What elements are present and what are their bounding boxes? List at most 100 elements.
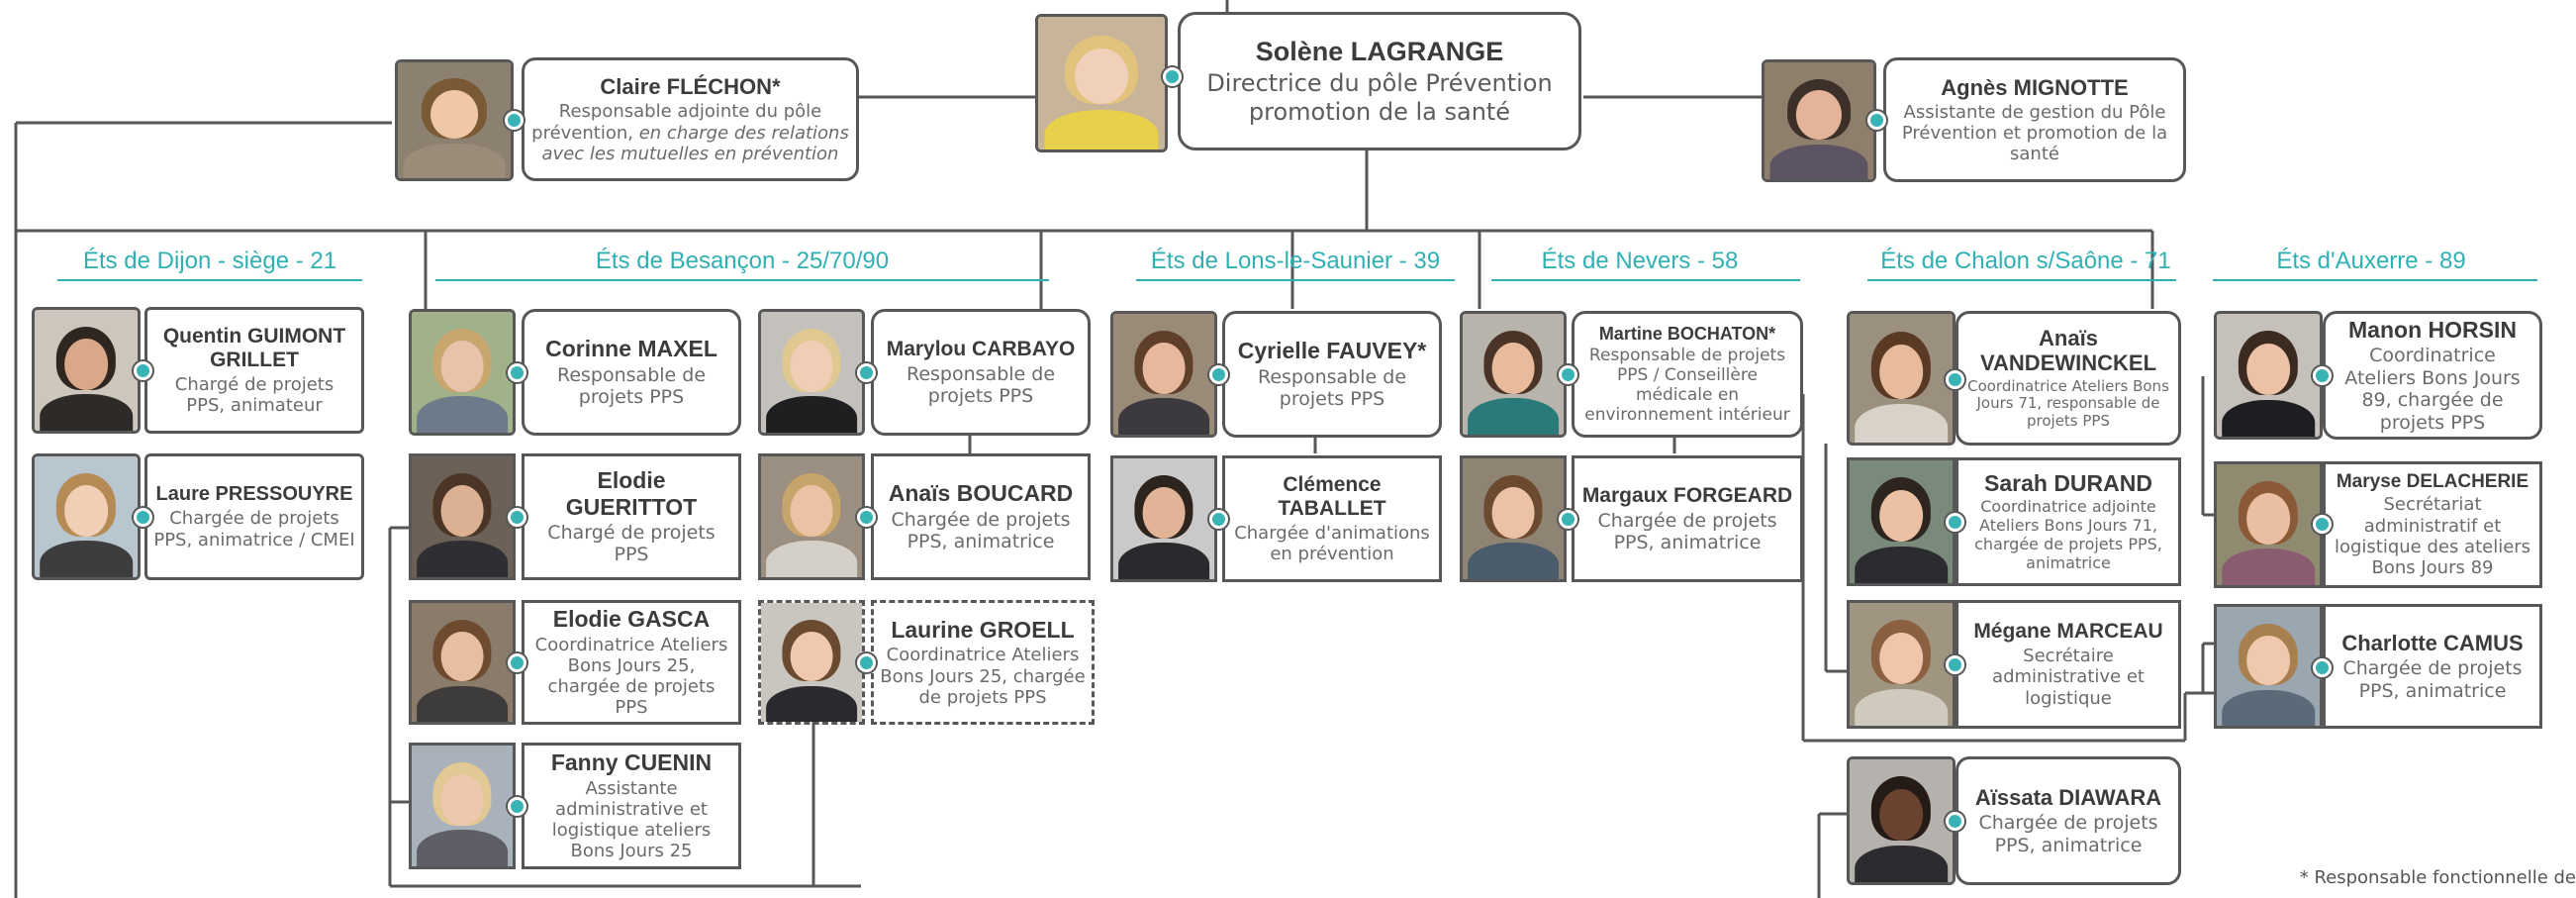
person-role: Chargée d'animations en prévention xyxy=(1234,522,1430,565)
person-name: Maryse DELACHERIE xyxy=(2336,470,2529,492)
person-role: Secrétaire administrative et logistique xyxy=(1992,646,2145,709)
person-name: Marylou CARBAYO xyxy=(886,337,1076,360)
person-name: Margaux FORGEARD xyxy=(1581,483,1793,507)
connector-dot xyxy=(1209,365,1228,384)
photo-anais-boucard xyxy=(758,453,865,580)
person-name: Martine BOCHATON* xyxy=(1598,323,1776,344)
photo-charlotte xyxy=(2214,604,2323,729)
photo-agnes-mignotte xyxy=(1762,59,1876,182)
card-anais-boucard: Anaïs BOUCARD Chargée de projets PPS, an… xyxy=(871,453,1091,580)
person-role: Coordinatrice adjointe Ateliers Bons Jou… xyxy=(1974,497,2162,573)
card-assistant: Agnès MIGNOTTE Assistante de gestion du … xyxy=(1883,57,2186,182)
photo-aissata xyxy=(1847,756,1956,885)
person-name: Charlotte CAMUS xyxy=(2341,630,2524,655)
person-name: Laure PRESSOUYRE xyxy=(155,483,353,506)
connector-dot xyxy=(1946,812,1964,831)
person-name: Corinne MAXEL xyxy=(545,336,717,362)
person-role: Coordinatrice Ateliers Bons Jours 25, ch… xyxy=(880,645,1086,708)
footnote: * Responsable fonctionnelle de xyxy=(2299,867,2576,888)
connector-dot xyxy=(1946,513,1964,532)
director-name: Solène LAGRANGE xyxy=(1255,37,1504,67)
person-role: Coordinatrice Ateliers Bons Jours 25, ch… xyxy=(534,634,728,719)
card-fanny: Fanny CUENIN Assistante administrative e… xyxy=(522,743,741,869)
photo-marylou xyxy=(758,309,865,436)
photo-maryse xyxy=(2214,461,2323,588)
connector-dot xyxy=(508,653,526,672)
connector-dot xyxy=(2313,515,2332,534)
person-name: Aïssata DIAWARA xyxy=(1974,784,2162,810)
person-name: Elodie GASCA xyxy=(552,606,711,633)
connector-dot xyxy=(508,797,526,816)
connector-dot xyxy=(2313,366,2332,385)
card-elodie-gasca: Elodie GASCA Coordinatrice Ateliers Bons… xyxy=(522,600,741,725)
connector-dot xyxy=(1209,510,1228,529)
person-role: Chargée de projets PPS, animatrice xyxy=(891,508,1071,553)
site-underline xyxy=(1136,279,1455,281)
site-underline xyxy=(57,279,362,281)
photo-martine xyxy=(1460,311,1567,438)
photo-fanny xyxy=(409,743,516,869)
person-role: Chargé de projets PPS xyxy=(547,522,716,566)
photo-manon xyxy=(2214,311,2323,440)
card-director: Solène LAGRANGE Directrice du pôle Préve… xyxy=(1178,12,1581,150)
photo-anais-vandewinckel xyxy=(1847,311,1956,446)
card-clemence: Clémence TABALLET Chargée d'animations e… xyxy=(1222,455,1442,582)
person-role: Coordinatrice Ateliers Bons Jours 89, ch… xyxy=(2344,345,2521,434)
person-name: Anaïs VANDEWINCKEL xyxy=(1979,326,2157,376)
person-role: Chargé de projets PPS, animateur xyxy=(174,373,334,417)
site-underline xyxy=(1491,279,1800,281)
site-underline xyxy=(1867,279,2176,281)
photo-quentin xyxy=(32,307,141,434)
person-name: Sarah DURAND xyxy=(1984,470,2152,497)
person-name: Mégane MARCEAU xyxy=(1973,620,2163,644)
connector-dot xyxy=(1559,365,1577,384)
person-role: Responsable de projets PPS xyxy=(906,362,1056,408)
photo-megane xyxy=(1847,600,1956,729)
card-elodie-gueritot: Elodie GUERITTOT Chargé de projets PPS xyxy=(522,453,741,580)
person-name: Elodie GUERITTOT xyxy=(565,467,698,520)
site-label-besancon: Éts de Besançon - 25/70/90 xyxy=(595,248,890,274)
person-name: Quentin GUIMONT GRILLET xyxy=(162,324,346,371)
site-label-dijon: Éts de Dijon - siège - 21 xyxy=(82,248,337,274)
person-name: Laurine GROELL xyxy=(891,616,1075,643)
card-sarah: Sarah DURAND Coordinatrice adjointe Atel… xyxy=(1956,457,2181,586)
connector-dot xyxy=(857,363,876,382)
card-martine: Martine BOCHATON* Responsable de projets… xyxy=(1572,311,1803,438)
person-name: Anaïs BOUCARD xyxy=(888,480,1074,507)
photo-elodie-gueritot xyxy=(409,453,516,580)
card-corinne: Corinne MAXEL Responsable de projets PPS xyxy=(522,309,741,436)
card-anais-vandewinckel: Anaïs VANDEWINCKEL Coordinatrice Atelier… xyxy=(1956,311,2181,446)
person-role: Chargée de projets PPS, animatrice xyxy=(2342,657,2523,702)
person-name: Clémence TABALLET xyxy=(1278,472,1386,520)
connector-dot xyxy=(134,508,152,527)
photo-margaux xyxy=(1460,455,1567,582)
connector-dot xyxy=(505,111,524,130)
connector-dot xyxy=(1163,67,1182,86)
card-quentin: Quentin GUIMONT GRILLET Chargé de projet… xyxy=(144,307,364,434)
card-laurine: Laurine GROELL Coordinatrice Ateliers Bo… xyxy=(871,600,1095,725)
director-role: Directrice du pôle Prévention promotion … xyxy=(1206,69,1553,126)
deputy-role: Responsable adjointe du pôle prévention,… xyxy=(531,101,849,164)
photo-solene-lagrange xyxy=(1035,14,1168,152)
card-margaux: Margaux FORGEARD Chargée de projets PPS,… xyxy=(1572,455,1803,582)
assistant-name: Agnès MIGNOTTE xyxy=(1941,74,2129,100)
card-laure: Laure PRESSOUYRE Chargée de projets PPS,… xyxy=(144,453,364,580)
person-role: Assistante administrative et logistique … xyxy=(551,777,712,862)
connector-dot xyxy=(857,653,876,672)
photo-corinne xyxy=(409,309,516,436)
person-role: Responsable de projets PPS xyxy=(556,363,707,409)
person-name: Fanny CUENIN xyxy=(550,749,713,776)
card-charlotte: Charlotte CAMUS Chargée de projets PPS, … xyxy=(2323,604,2542,729)
connector-dot xyxy=(134,361,152,380)
person-role: Chargée de projets PPS, animatrice xyxy=(1978,812,2158,856)
card-maryse: Maryse DELACHERIE Secrétariat administra… xyxy=(2323,461,2542,588)
connector-dot xyxy=(1946,655,1964,674)
site-label-auxerre: Éts d'Auxerre - 89 xyxy=(2276,248,2466,274)
connector-dot xyxy=(1946,370,1964,389)
person-role: Secrétariat administratif et logistique … xyxy=(2334,494,2531,579)
photo-sarah xyxy=(1847,457,1956,586)
photo-cyrielle xyxy=(1110,311,1217,438)
person-name: Manon HORSIN xyxy=(2348,316,2517,343)
assistant-role: Assistante de gestion du Pôle Prévention… xyxy=(1901,101,2168,165)
